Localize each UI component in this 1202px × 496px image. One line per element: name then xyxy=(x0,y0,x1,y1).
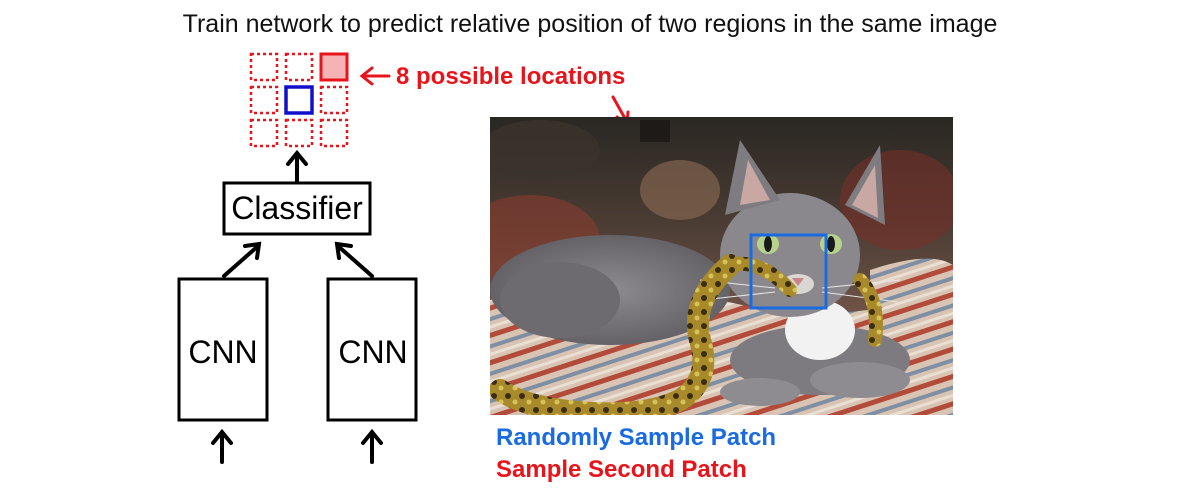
grid-cell-0-1 xyxy=(284,52,314,82)
grid-cell-selected xyxy=(319,52,349,82)
classifier-to-grid-arrow xyxy=(286,149,308,183)
grid-cell-0-0 xyxy=(249,52,279,82)
input-arrow-right xyxy=(361,428,383,464)
cnn-label-left: CNN xyxy=(188,334,258,370)
cat-photo xyxy=(490,117,953,415)
grid-cell-1-0 xyxy=(249,85,279,115)
grid-cell-2-0 xyxy=(249,118,279,148)
locations-label: 8 possible locations xyxy=(396,63,626,90)
grid-cell-1-2 xyxy=(319,85,349,115)
input-arrow-left xyxy=(211,428,233,464)
first-patch-caption: Randomly Sample Patch xyxy=(496,424,777,451)
classifier-box xyxy=(222,181,372,236)
diagram-title: Train network to predict relative positi… xyxy=(182,10,998,38)
locations-arrow xyxy=(359,66,391,86)
location-grid xyxy=(249,52,349,148)
cnn-box-left xyxy=(177,277,269,422)
second-patch-caption: Sample Second Patch xyxy=(496,456,747,483)
grid-cell-2-1 xyxy=(284,118,314,148)
cnn-box-right xyxy=(326,277,418,422)
sampled-patch-box xyxy=(749,233,828,310)
grid-cell-2-2 xyxy=(319,118,349,148)
cnn-label-right: CNN xyxy=(338,334,408,370)
grid-cell-center xyxy=(284,85,314,115)
cnn-right-to-classifier-arrow xyxy=(334,241,374,278)
cnn-left-to-classifier-arrow xyxy=(222,241,262,278)
classifier-label: Classifier xyxy=(231,190,363,226)
